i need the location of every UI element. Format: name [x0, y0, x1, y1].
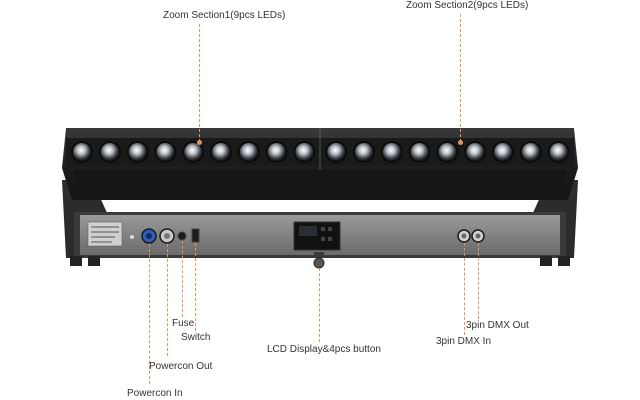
power-switch — [191, 228, 200, 243]
ground-screw — [130, 235, 134, 239]
lcd-button-3 — [321, 237, 325, 241]
led-lens — [128, 143, 147, 161]
led-lens — [355, 143, 373, 161]
foot-left-2 — [88, 256, 100, 266]
led-lens — [327, 143, 346, 161]
leader-dot-zoom1 — [197, 140, 202, 145]
lcd-button-1 — [321, 227, 325, 231]
led-lens — [521, 143, 540, 161]
callout-fuse: Fuse — [172, 318, 195, 329]
callout-dmx-out: 3pin DMX Out — [466, 320, 529, 331]
led-row — [71, 141, 570, 163]
clamp-knob — [313, 257, 325, 269]
led-lens — [156, 143, 175, 161]
led-lens — [494, 143, 512, 161]
fuse-holder — [177, 231, 187, 241]
led-lens — [382, 143, 401, 161]
callout-powercon-out: Powercon Out — [149, 361, 213, 372]
foot-left-1 — [70, 256, 82, 266]
led-bar-lower-shadow — [74, 170, 566, 200]
callout-zoom-section-1: Zoom Section1(9pcs LEDs) — [163, 10, 286, 21]
foot-right-1 — [540, 256, 552, 266]
foot-right-2 — [558, 256, 570, 266]
lcd-screen — [299, 226, 317, 236]
led-lens — [466, 143, 485, 161]
led-lens — [73, 143, 91, 161]
lcd-button-2 — [328, 227, 332, 231]
callout-lcd-display: LCD Display&4pcs button — [267, 344, 381, 355]
lcd-button-4 — [328, 237, 332, 241]
led-lens — [549, 143, 568, 161]
led-lens — [438, 143, 457, 161]
led-lens — [267, 143, 286, 161]
callout-switch: Switch — [181, 332, 211, 343]
callout-dmx-in: 3pin DMX In — [436, 336, 492, 347]
callout-zoom-section-2: Zoom Section2(9pcs LEDs) — [406, 0, 529, 11]
led-lens — [184, 143, 203, 161]
leader-dot-zoom2 — [458, 140, 463, 145]
led-lens — [100, 143, 119, 161]
callout-powercon-in: Powercon In — [127, 388, 183, 399]
led-lens — [295, 143, 314, 161]
led-lens — [410, 143, 429, 161]
led-lens — [212, 143, 230, 161]
led-lens — [239, 143, 258, 161]
